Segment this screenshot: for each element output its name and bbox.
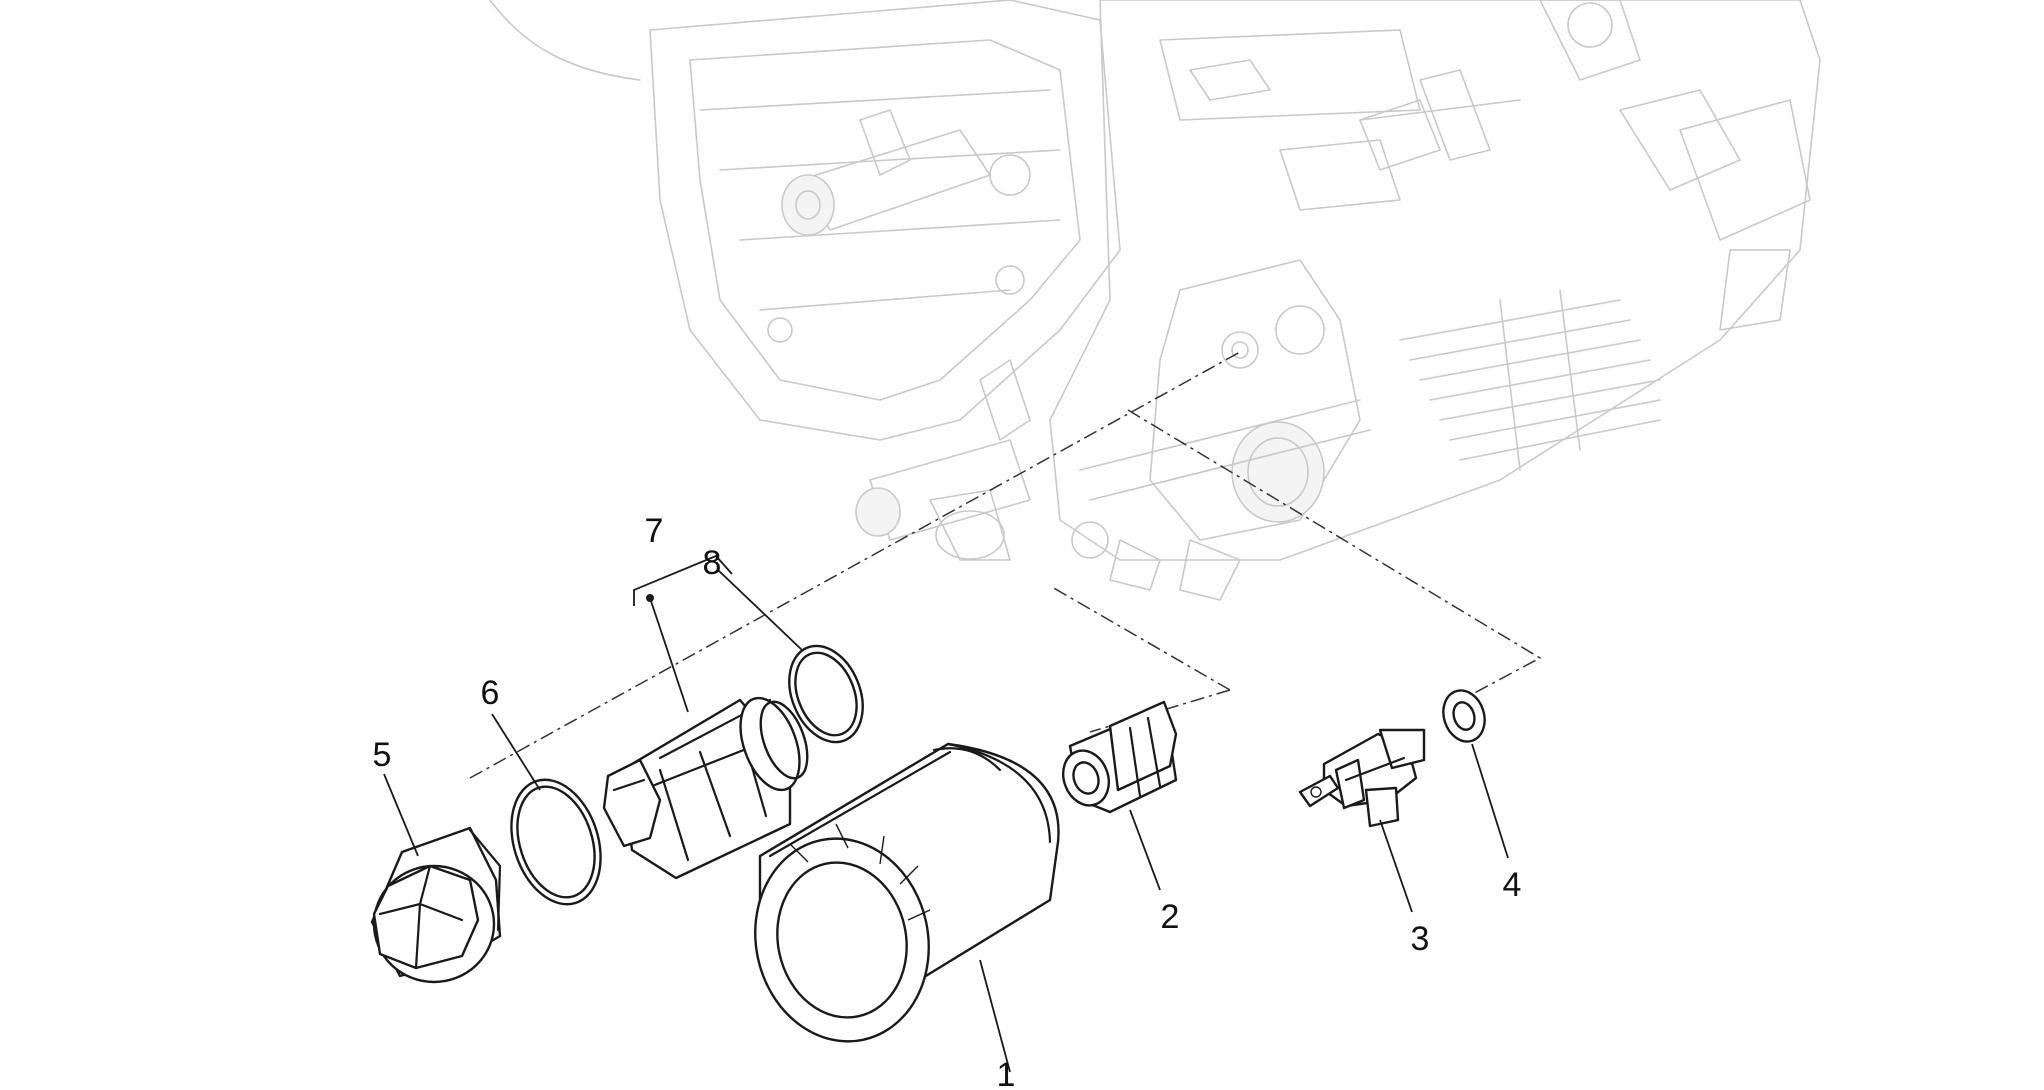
axis-sensor-to-engine bbox=[1127, 409, 1542, 707]
part-8-o-ring bbox=[788, 644, 864, 744]
leader-lines bbox=[383, 554, 1509, 1073]
leader-7-bracket bbox=[633, 554, 733, 606]
callout-8: 8 bbox=[703, 544, 722, 582]
leader-2 bbox=[1129, 809, 1161, 891]
part-6-o-ring bbox=[510, 778, 602, 906]
axis-filter-to-engine bbox=[469, 351, 1241, 779]
leader-7-dot bbox=[646, 594, 654, 602]
callout-3: 3 bbox=[1411, 920, 1430, 958]
part-1-oil-filter bbox=[754, 742, 1060, 1043]
part-5-drain-plug bbox=[370, 826, 502, 984]
leader-1 bbox=[979, 959, 1011, 1073]
axis-fitting-to-boss bbox=[1051, 586, 1231, 691]
callout-6: 6 bbox=[481, 674, 500, 712]
leader-7-stem bbox=[649, 597, 689, 713]
engine-block-outline bbox=[489, 0, 1821, 601]
callout-4: 4 bbox=[1503, 866, 1522, 904]
part-2-fitting bbox=[1062, 700, 1178, 814]
callout-5: 5 bbox=[373, 736, 392, 774]
leader-6 bbox=[491, 713, 541, 791]
callout-7: 7 bbox=[645, 512, 664, 550]
callout-labels: 1 2 3 4 5 6 7 8 bbox=[373, 512, 1522, 1090]
leader-4 bbox=[1471, 743, 1509, 859]
assembly-axis-lines bbox=[469, 351, 1542, 779]
part-4-washer bbox=[1442, 689, 1486, 743]
callout-2: 2 bbox=[1161, 898, 1180, 936]
leader-8 bbox=[717, 569, 803, 651]
part-7-filter-screen bbox=[602, 696, 809, 880]
leader-3 bbox=[1379, 819, 1413, 913]
part-3-pressure-sensor bbox=[1298, 728, 1426, 828]
callout-1: 1 bbox=[997, 1056, 1016, 1090]
leader-5 bbox=[383, 773, 419, 857]
